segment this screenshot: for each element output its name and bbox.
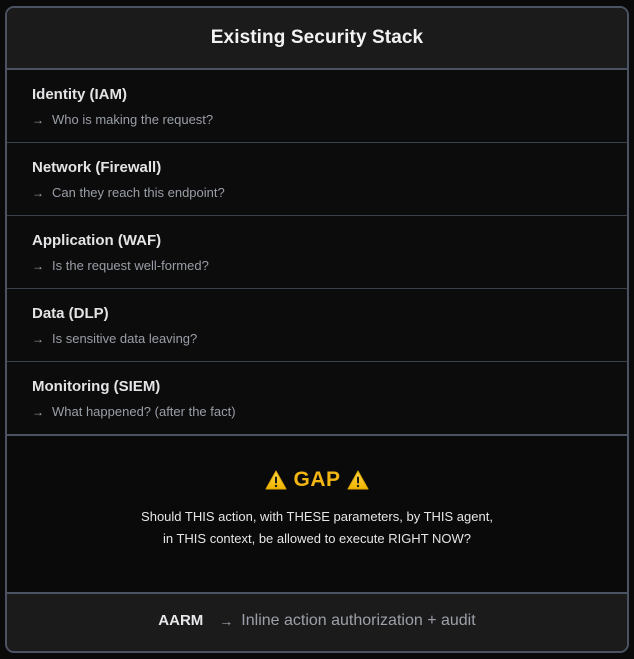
layer-question-text: Who is making the request?	[52, 112, 214, 127]
layer-identity: Identity (IAM) → Who is making the reque…	[7, 70, 627, 143]
layer-network: Network (Firewall) → Can they reach this…	[7, 143, 627, 216]
card-header: Existing Security Stack	[7, 8, 627, 70]
gap-description-line-1: Should THIS action, with THESE parameter…	[141, 509, 493, 524]
layer-data: Data (DLP) → Is sensitive data leaving?	[7, 289, 627, 362]
layer-application: Application (WAF) → Is the request well-…	[7, 216, 627, 289]
layer-monitoring: Monitoring (SIEM) → What happened? (afte…	[7, 362, 627, 436]
layer-question: → Is the request well-formed?	[32, 258, 627, 274]
gap-title: GAP	[293, 468, 341, 491]
warning-icon	[347, 470, 368, 490]
arrow-right-icon: →	[32, 186, 44, 200]
layer-question: → Is sensitive data leaving?	[32, 331, 627, 347]
gap-section: GAP Should THIS action, with THESE param…	[7, 436, 627, 594]
layer-name: Monitoring (SIEM)	[32, 378, 161, 395]
aarm-footer: AARM → Inline action authorization + aud…	[7, 594, 627, 651]
gap-description-line-2: in THIS context, be allowed to execute R…	[162, 531, 472, 546]
arrow-right-icon: →	[32, 332, 44, 346]
layer-name: Application (WAF)	[32, 232, 162, 249]
layer-question: → What happened? (after the fact)	[32, 404, 627, 420]
aarm-description: Inline action authorization + audit	[241, 611, 476, 629]
gap-heading: GAP	[265, 468, 368, 492]
layer-question-text: Is the request well-formed?	[52, 258, 209, 273]
arrow-right-icon: →	[32, 405, 44, 419]
arrow-right-icon: →	[32, 113, 44, 127]
warning-icon	[265, 470, 287, 490]
layer-name: Data (DLP)	[32, 305, 109, 322]
layer-name: Identity (IAM)	[32, 86, 127, 103]
arrow-right-icon: →	[219, 612, 234, 629]
security-layers-list: Identity (IAM) → Who is making the reque…	[7, 70, 627, 436]
arrow-right-icon: →	[32, 259, 44, 273]
gap-description: Should THIS action, with THESE parameter…	[141, 506, 493, 550]
layer-question: → Who is making the request?	[32, 112, 627, 128]
layer-question-text: What happened? (after the fact)	[52, 404, 236, 419]
layer-question-text: Is sensitive data leaving?	[52, 331, 198, 346]
layer-name: Network (Firewall)	[32, 159, 162, 176]
layer-question: → Can they reach this endpoint?	[32, 185, 627, 201]
card-title: Existing Security Stack	[210, 27, 424, 48]
aarm-label: AARM	[158, 612, 204, 629]
security-stack-card: Existing Security Stack Identity (IAM) →…	[5, 6, 629, 653]
layer-question-text: Can they reach this endpoint?	[52, 185, 225, 200]
